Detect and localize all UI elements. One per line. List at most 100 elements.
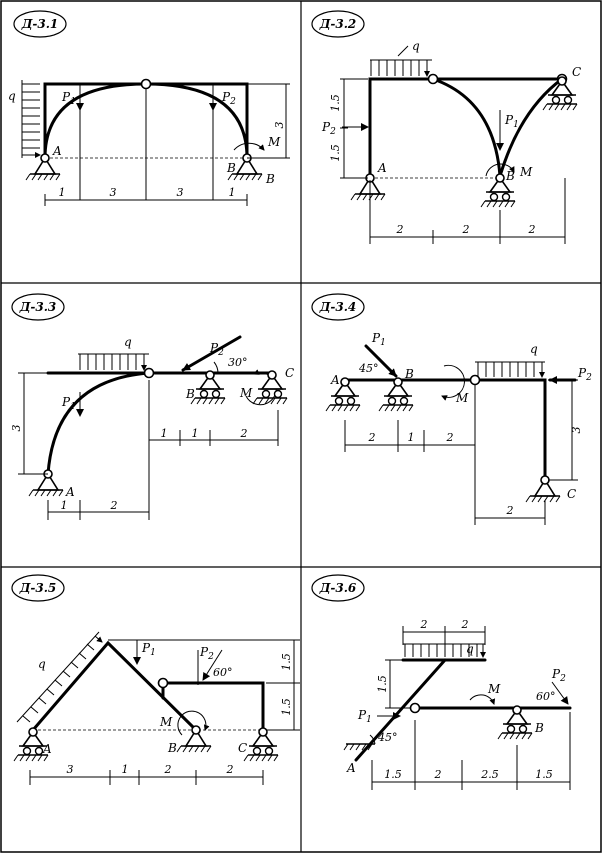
distributed-load-q xyxy=(78,353,149,370)
load-q-label: q xyxy=(466,642,474,656)
force-p1-label: P1 xyxy=(371,331,386,348)
panel-title: Д-3.3 xyxy=(19,300,57,314)
dim-label: 2 xyxy=(446,431,454,444)
moment-m-label: M xyxy=(519,165,533,179)
title-badge xyxy=(13,10,67,38)
dim-label: 1.5 xyxy=(280,698,293,716)
dim-label: 3 xyxy=(570,427,583,434)
point-b-label: B xyxy=(167,741,177,755)
force-p1-label: P1 xyxy=(61,395,76,412)
point-b-label: B xyxy=(505,169,515,183)
distributed-load-q xyxy=(475,361,545,377)
force-p1-label: P1 xyxy=(357,708,372,725)
dim-label: 2 xyxy=(461,618,469,631)
dim-label: 1.5 xyxy=(280,653,293,671)
arch-member xyxy=(46,371,151,476)
point-b-label: B xyxy=(534,721,544,735)
dim-label: 1 xyxy=(408,431,415,444)
dim-label: 3 xyxy=(10,425,23,432)
arch-member xyxy=(431,77,502,178)
dimension-lines xyxy=(340,78,566,244)
support-b xyxy=(378,377,414,412)
point-a-label: A xyxy=(52,144,62,158)
dim-label: 2 xyxy=(368,431,376,444)
dim-label: 3 xyxy=(177,186,184,199)
force-p2-arrow xyxy=(551,681,569,705)
force-p2-arrow xyxy=(202,649,223,681)
panel-title: Д-3.4 xyxy=(319,300,357,314)
distributed-load-q xyxy=(16,631,102,723)
title-badge xyxy=(11,574,65,602)
force-p2-label: P2 xyxy=(209,341,224,358)
support-c xyxy=(243,727,279,762)
dim-label: 1 xyxy=(59,186,66,199)
dim-label: 1 xyxy=(192,427,199,440)
moment-m-label: M xyxy=(239,386,253,400)
point-c-label: C xyxy=(285,366,294,380)
dim-label: 1.5 xyxy=(329,94,342,112)
point-a-label: A xyxy=(42,742,52,756)
hinge xyxy=(140,78,152,90)
panel-d-3-2: Д-3.2 q P2 P1 M A B C xyxy=(311,10,581,244)
force-p1-label: P1 xyxy=(61,90,76,107)
angle-label: 30° xyxy=(228,356,248,369)
moment-m-arrow xyxy=(177,710,210,736)
point-a-label: A xyxy=(330,373,340,387)
panel-d-3-3: Д-3.3 q P1 P2 30° M A B C xyxy=(10,293,294,520)
dim-label: 2 xyxy=(110,499,118,512)
dimension-lines xyxy=(29,639,300,785)
panel-d-3-1: Д-3.1 q P1 P2 M A B B xyxy=(8,10,290,206)
moment-m-label: M xyxy=(159,715,173,729)
frame-members-2 xyxy=(161,681,265,732)
force-p2-label: P2 xyxy=(221,90,236,107)
force-p2-label: P2 xyxy=(199,645,214,662)
moment-m-label: M xyxy=(267,135,281,149)
point-a-label: A xyxy=(377,161,387,175)
title-badge xyxy=(311,574,365,602)
dim-label: 2.5 xyxy=(480,768,499,781)
load-q-label: q xyxy=(8,89,16,103)
dim-label: 3 xyxy=(67,763,74,776)
dim-label: 2 xyxy=(462,223,470,236)
point-c-label: C xyxy=(572,65,581,79)
dimension-lines xyxy=(44,83,290,206)
dim-label: 2 xyxy=(396,223,404,236)
dim-label: 1.5 xyxy=(535,768,553,781)
dimension-lines xyxy=(344,379,578,525)
point-b-label-2: B xyxy=(265,172,275,186)
panel-d-3-6: Д-3.6 q P1 P2 60° 45° M B A xyxy=(311,574,572,790)
load-q-label: q xyxy=(124,335,132,349)
panel-title: Д-3.2 xyxy=(319,17,357,31)
moment-m-arrow xyxy=(233,142,265,151)
dim-label: 3 xyxy=(110,186,117,199)
moment-m-arrow xyxy=(441,364,465,401)
force-p2-label: P2 xyxy=(321,120,336,137)
moment-m-arrow xyxy=(485,163,515,177)
panel-d-3-5: Д-3.5 q P1 P2 60° M A B C xyxy=(11,574,300,785)
point-b-label: B xyxy=(185,387,195,401)
arch-member-2 xyxy=(498,77,564,178)
panel-title: Д-3.6 xyxy=(319,581,357,595)
support-b xyxy=(190,370,226,405)
frame-members xyxy=(368,77,564,180)
hinge xyxy=(409,702,421,714)
panel-d-3-4: Д-3.4 q P1 45° P2 M A B C xyxy=(311,293,592,525)
frame-members xyxy=(343,378,547,482)
force-p1-arrow xyxy=(364,344,398,378)
support-b xyxy=(497,705,533,740)
distributed-load-q xyxy=(370,59,432,76)
dim-label: 3 xyxy=(273,122,286,129)
dim-label: 2 xyxy=(528,223,536,236)
distributed-load-q xyxy=(403,643,485,657)
distributed-load-q xyxy=(21,80,40,158)
force-p1-label: P1 xyxy=(504,113,519,130)
point-b-label: B xyxy=(404,367,414,381)
frame-members xyxy=(31,640,198,732)
point-a-label: A xyxy=(65,485,75,499)
dim-label: 1.5 xyxy=(384,768,402,781)
angle-label: 45° xyxy=(358,362,379,375)
dim-label: 1 xyxy=(161,427,168,440)
angle-label: 60° xyxy=(213,666,233,679)
dim-label: 1 xyxy=(229,186,236,199)
